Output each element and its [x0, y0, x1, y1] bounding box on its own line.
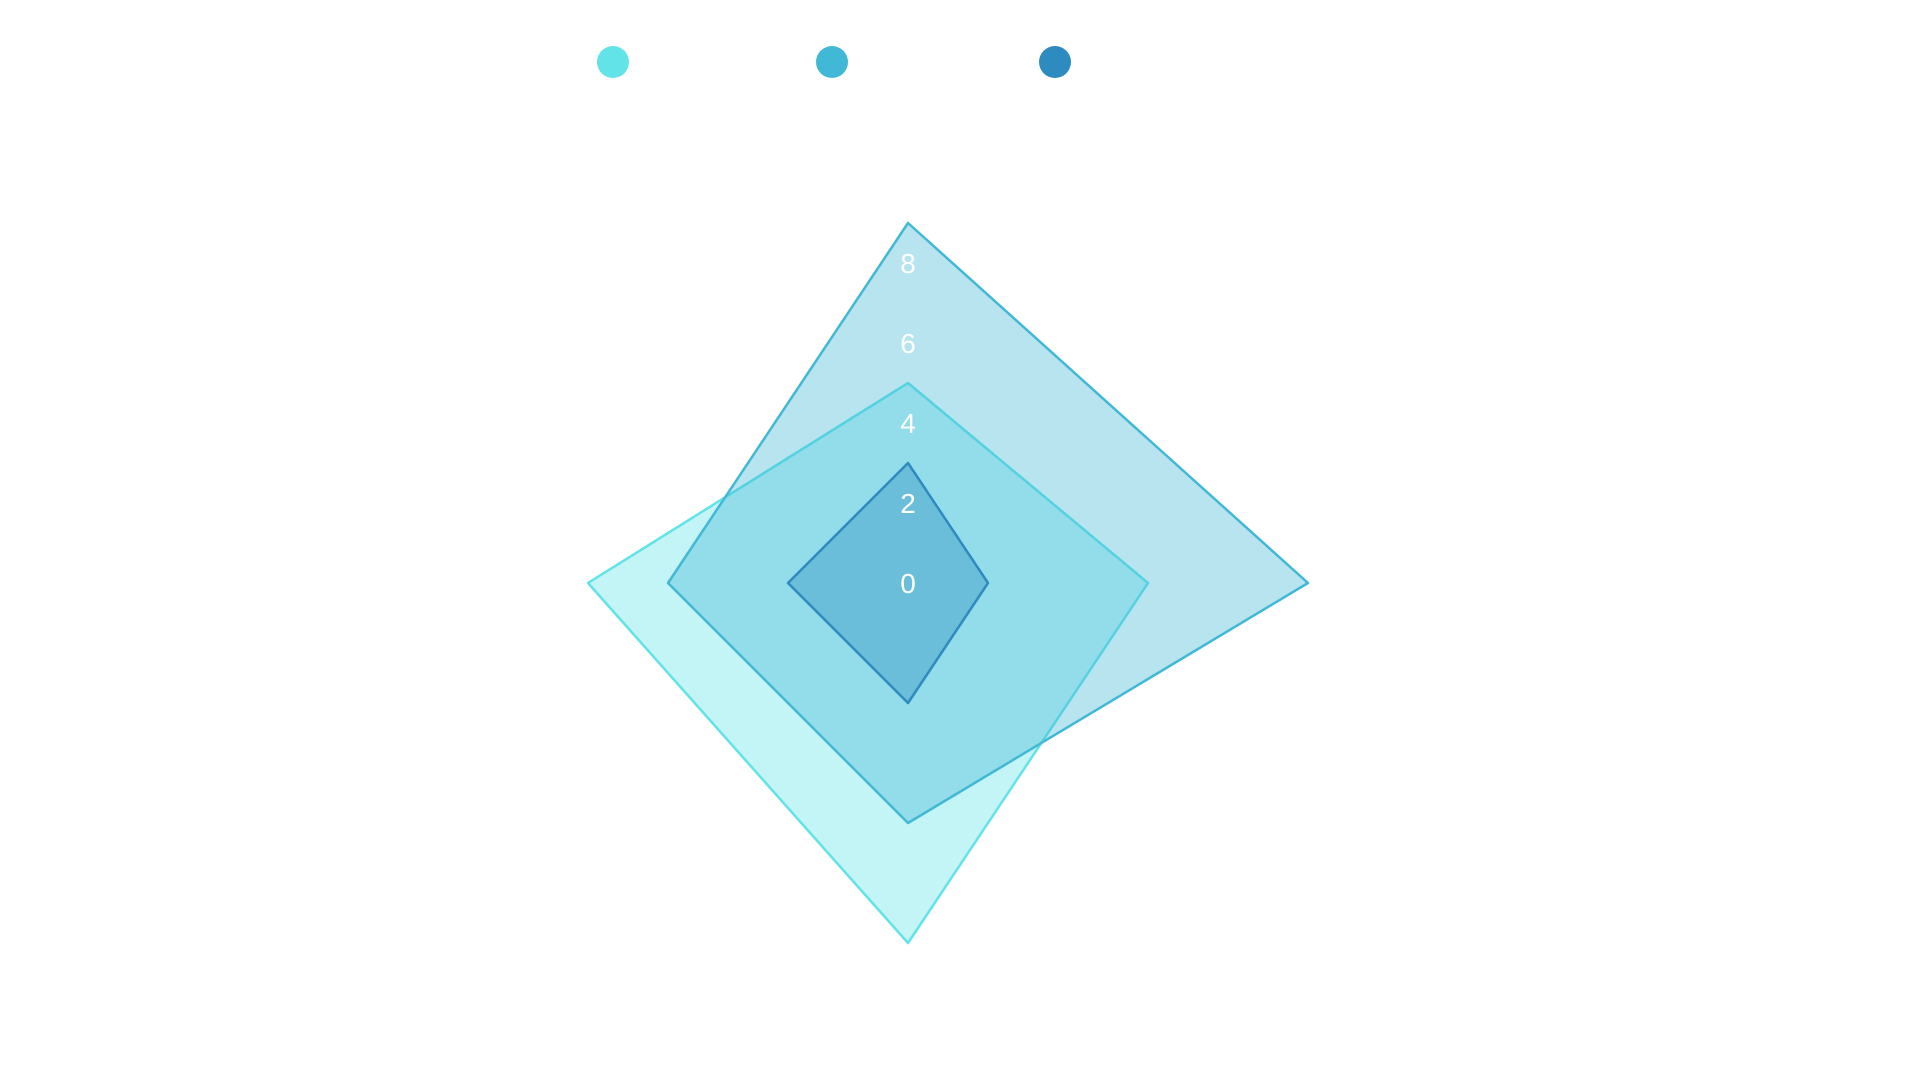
legend-marker: [1039, 46, 1071, 78]
radial-tick-label: 6: [900, 328, 916, 359]
legend-marker: [597, 46, 629, 78]
legend-item-2[interactable]: [816, 46, 848, 78]
radar-series-layer: [586, 221, 1310, 945]
radar-series-2: [666, 221, 1310, 825]
radial-tick-labels: 0 2 4 6 8: [900, 248, 916, 599]
legend-marker: [816, 46, 848, 78]
legend: [597, 46, 1071, 78]
radar-series-3: [786, 461, 990, 705]
radial-tick-label: 2: [900, 488, 916, 519]
radial-tick-label: 0: [900, 568, 916, 599]
radial-tick-label: 8: [900, 248, 916, 279]
radial-tick-label: 4: [900, 408, 916, 439]
legend-item-3[interactable]: [1039, 46, 1071, 78]
legend-item-1[interactable]: [597, 46, 629, 78]
